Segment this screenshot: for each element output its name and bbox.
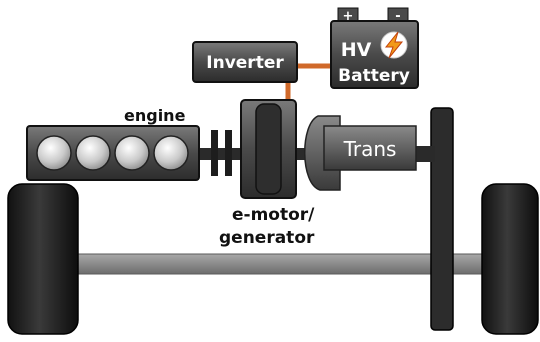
inverter-box <box>192 41 298 83</box>
engine-block <box>26 125 200 181</box>
battery-label: Battery <box>338 66 410 86</box>
battery-minus-sign: - <box>395 9 400 24</box>
emotor-label-line2: generator <box>219 228 315 248</box>
emotor-label-line1: e-motor/ <box>232 205 315 225</box>
lightning-bolt-icon <box>380 31 408 59</box>
emotor-rotor <box>255 103 282 195</box>
cylinder-2 <box>75 135 111 171</box>
cylinder-3 <box>114 135 150 171</box>
trans-box <box>323 125 417 171</box>
drive-gear <box>430 107 454 331</box>
inverter-label: Inverter <box>206 53 284 73</box>
battery-hv-label: HV <box>341 39 372 61</box>
right-tire <box>481 183 539 335</box>
clutch-plate-1 <box>211 130 218 176</box>
left-tire <box>7 183 79 335</box>
engine-label: engine <box>124 106 186 125</box>
cylinder-4 <box>153 135 189 171</box>
clutch-plate-2 <box>225 130 232 176</box>
trans-label: Trans <box>343 137 397 161</box>
cylinder-1 <box>36 135 72 171</box>
battery-plus-sign: + <box>343 9 354 24</box>
